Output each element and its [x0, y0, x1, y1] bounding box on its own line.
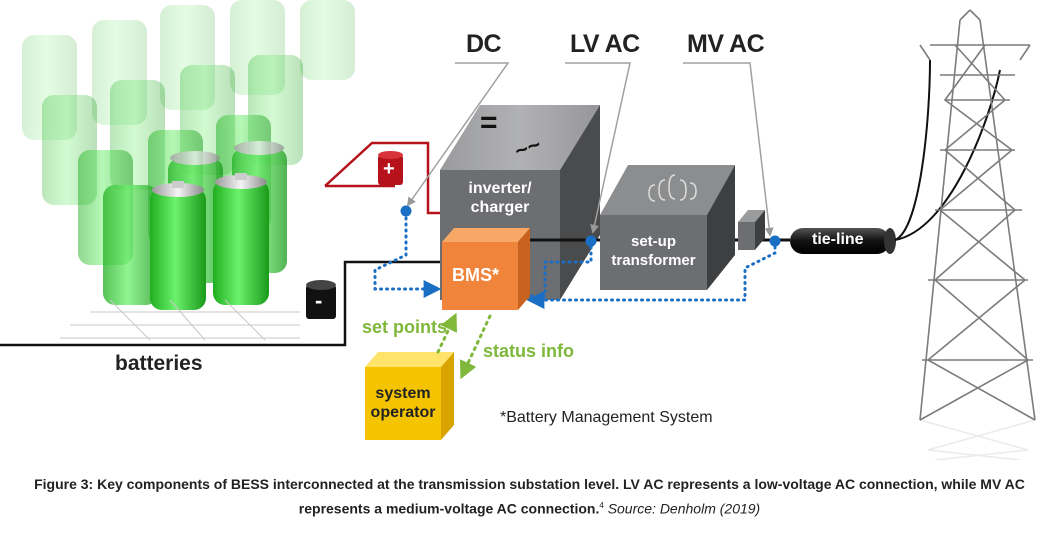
bess-diagram: DC LV AC MV AC + - = ~~ inverter/ charge…: [0, 0, 1036, 461]
plus-sign: +: [383, 158, 395, 180]
battery-bank: [22, 0, 355, 341]
breaker-box: [738, 210, 765, 250]
dc-label: DC: [466, 30, 502, 58]
bms-box: [442, 228, 530, 310]
bms-label: BMS*: [452, 265, 500, 285]
caption-text: Figure 3: Key components of BESS interco…: [34, 476, 1025, 517]
tie-line-cable: [790, 59, 1001, 254]
control-flow-lines: [436, 312, 492, 380]
transmission-tower-icon: [919, 9, 1036, 421]
inverter-charger-box: [440, 105, 600, 300]
measurement-points: [400, 205, 781, 247]
diagram-graphic: [0, 0, 1036, 461]
system-operator-label: system operator: [365, 384, 441, 422]
dc-wiring: [0, 141, 460, 347]
system-operator-box: [365, 352, 454, 440]
mv-ac-label: MV AC: [687, 30, 765, 58]
transformer-label: set-up transformer: [600, 232, 707, 270]
operator-label-line1: system: [375, 385, 431, 402]
status-info-label: status info: [483, 341, 575, 361]
caption-source: Source: Denholm (2019): [607, 500, 761, 517]
bms-footnote: *Battery Management System: [500, 409, 713, 426]
lv-ac-label: LV AC: [570, 30, 640, 58]
dc-symbol: =: [480, 106, 498, 139]
operator-label-line2: operator: [370, 404, 436, 421]
minus-sign: -: [315, 288, 323, 313]
inverter-label-line2: charger: [470, 199, 530, 216]
transformer-label-line1: set-up: [631, 233, 676, 250]
inverter-label-line1: inverter/: [468, 180, 532, 197]
measurement-flow-lines: [373, 210, 777, 309]
transformer-label-line2: transformer: [611, 252, 696, 269]
header-pointers: [406, 62, 774, 237]
figure-caption: Figure 3: Key components of BESS interco…: [0, 474, 1059, 520]
set-points-label: set points: [362, 317, 448, 337]
positive-terminal-icon: [378, 151, 403, 185]
inverter-charger-label: inverter/ charger: [440, 179, 560, 217]
batteries-label: batteries: [115, 352, 203, 375]
caption-footnote-ref: 4: [599, 501, 604, 510]
negative-terminal-icon: [306, 280, 336, 319]
transformer-box: [600, 165, 735, 290]
tie-line-label: tie-line: [812, 231, 864, 248]
